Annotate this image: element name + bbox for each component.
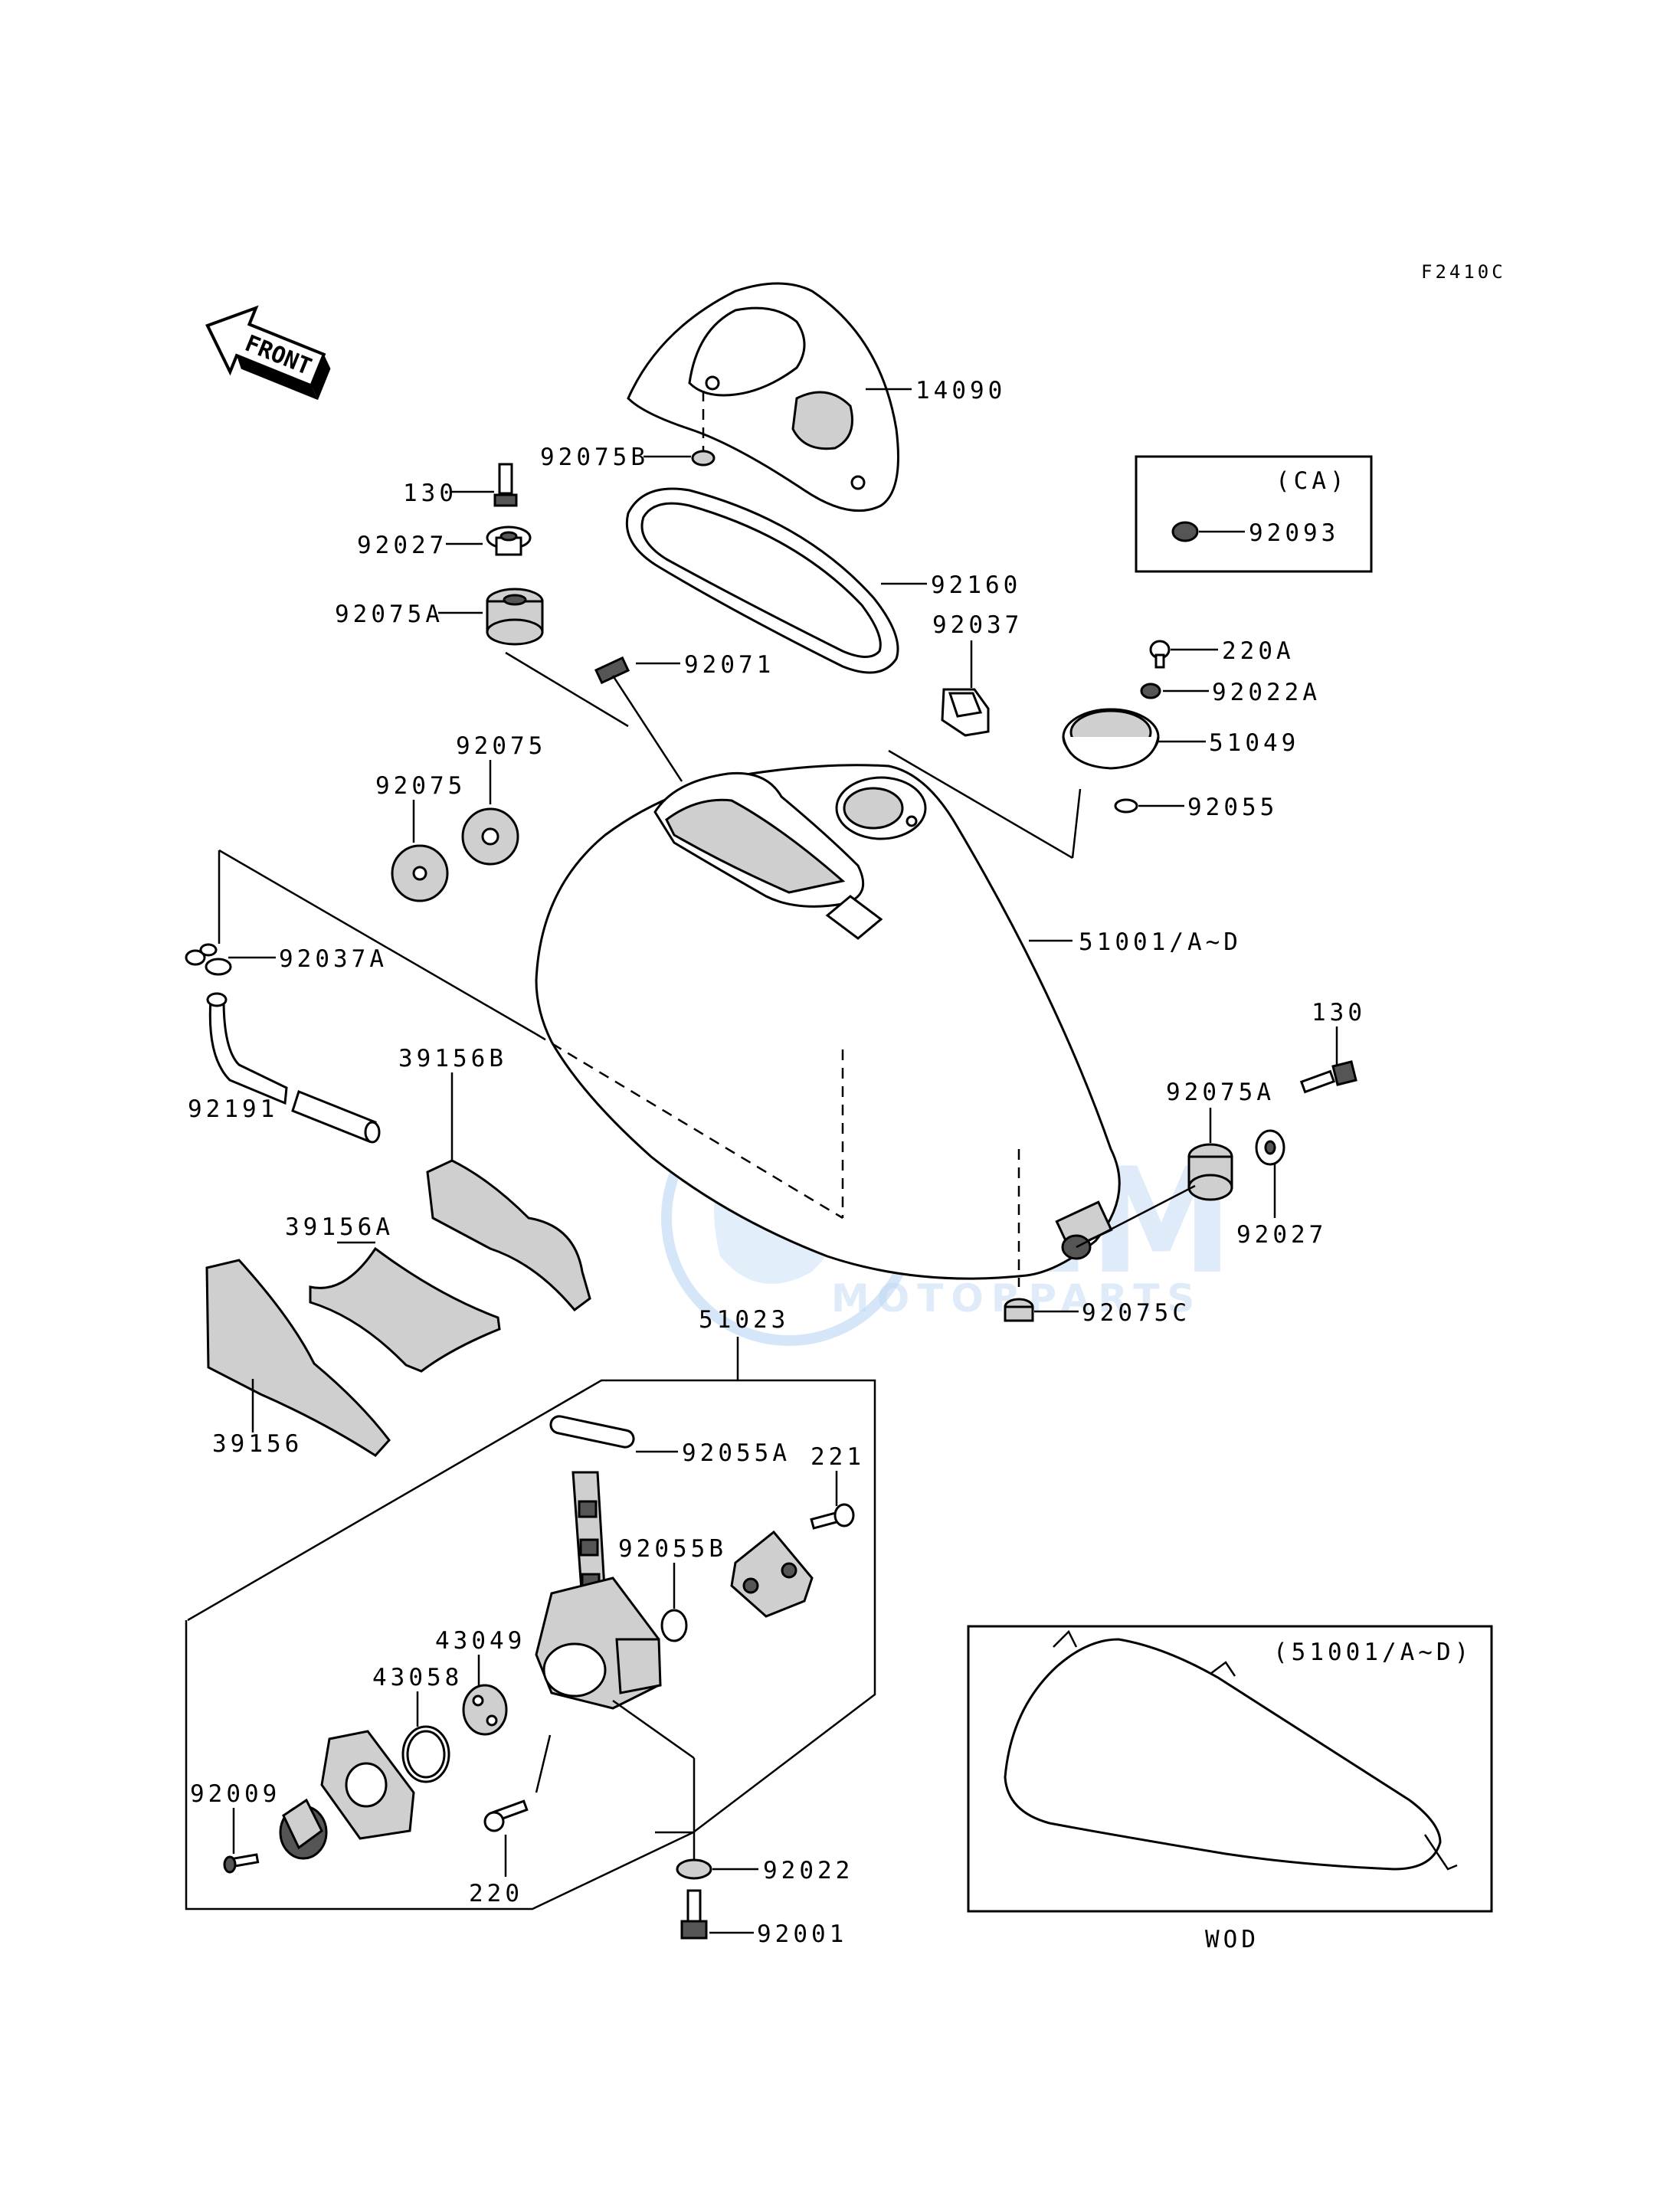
label-92001: 92001 <box>757 1920 847 1948</box>
label-92160: 92160 <box>931 571 1021 599</box>
label-130-top: 130 <box>403 480 457 507</box>
label-51001: 51001/A~D <box>1079 928 1242 956</box>
fuel-cock-box-51023 <box>185 1379 876 1911</box>
label-92037A: 92037A <box>279 945 388 973</box>
screw-220A[interactable] <box>1149 640 1171 669</box>
grommet-92075B[interactable] <box>691 450 716 467</box>
oring-92055B[interactable] <box>660 1609 688 1642</box>
label-92075A-top: 92075A <box>335 601 444 628</box>
leader-92075A-to-tank <box>505 651 629 728</box>
leader-92075A-right-tank <box>1076 1184 1196 1249</box>
label-130-right: 130 <box>1312 999 1366 1026</box>
bolt-130-right[interactable] <box>1299 1060 1357 1094</box>
leader-92037A-tank <box>218 849 537 1036</box>
clip-92037A[interactable] <box>185 943 232 976</box>
rubber-92075-right[interactable] <box>461 807 519 866</box>
label-92075-right: 92075 <box>456 732 546 760</box>
label-92022: 92022 <box>763 1857 853 1884</box>
label-92037: 92037 <box>932 611 1023 639</box>
clip-92071[interactable] <box>594 656 630 685</box>
fuel-tank-51001[interactable] <box>535 764 1121 1280</box>
screw-92009[interactable] <box>223 1853 260 1874</box>
leader-92022-diag <box>612 1699 695 1760</box>
bolt-130-top[interactable] <box>493 463 518 507</box>
damper-92075A-top[interactable] <box>486 588 544 646</box>
pad-39156[interactable] <box>205 1259 391 1457</box>
tank-outline-wod[interactable] <box>1004 1629 1458 1871</box>
fuel-cock-plate[interactable] <box>730 1530 814 1618</box>
label-92071: 92071 <box>684 651 775 679</box>
label-92027-top: 92027 <box>357 532 447 559</box>
bolt-92001[interactable] <box>680 1889 708 1940</box>
wod-box: (51001/A~D) WOD <box>967 1625 1493 1953</box>
label-43049: 43049 <box>435 1627 526 1655</box>
tank-dash-diagonal <box>535 1033 843 1220</box>
ca-label: (CA) <box>1276 467 1348 495</box>
label-92075-left: 92075 <box>375 772 466 800</box>
label-92055B: 92055B <box>618 1535 727 1563</box>
hose-92191[interactable] <box>206 992 381 1144</box>
gasket-92055A[interactable] <box>549 1415 635 1449</box>
label-92093: 92093 <box>1249 519 1339 547</box>
label-51023: 51023 <box>699 1306 789 1334</box>
oring-92055[interactable] <box>1114 798 1138 814</box>
label-39156B: 39156B <box>398 1045 507 1072</box>
collar-92027-right[interactable] <box>1255 1129 1285 1166</box>
label-51049: 51049 <box>1209 729 1299 757</box>
label-92022A: 92022A <box>1212 679 1321 706</box>
leader-220-up <box>535 1734 552 1793</box>
washer-92022A[interactable] <box>1140 683 1161 699</box>
wod-header: (51001/A~D) <box>1273 1639 1472 1666</box>
label-92027-right: 92027 <box>1236 1221 1327 1249</box>
front-arrow: FRONT <box>205 305 331 401</box>
meter-cover-14090[interactable] <box>627 282 899 512</box>
leader-92071-to-tank <box>611 675 683 782</box>
label-39156A: 39156A <box>285 1213 394 1241</box>
label-43058: 43058 <box>372 1664 463 1691</box>
label-14090: 14090 <box>915 377 1006 404</box>
label-92075C: 92075C <box>1082 1299 1190 1327</box>
label-92009: 92009 <box>190 1780 280 1808</box>
nut-92093[interactable] <box>1171 521 1199 542</box>
fuel-cock-gasket-plate[interactable] <box>320 1730 415 1840</box>
gasket-92160[interactable] <box>625 487 899 674</box>
label-92055: 92055 <box>1187 794 1278 821</box>
leader-51001-cap <box>888 749 1073 859</box>
pad-39156A[interactable] <box>309 1246 501 1373</box>
wod-label: WOD <box>1205 1926 1259 1953</box>
label-221: 221 <box>811 1443 865 1471</box>
figure-code: F2410C <box>1421 261 1506 283</box>
screw-220[interactable] <box>483 1799 529 1832</box>
label-220: 220 <box>469 1880 523 1907</box>
rubber-92075C[interactable] <box>1004 1298 1034 1322</box>
label-220A: 220A <box>1222 637 1295 665</box>
packing-43049[interactable] <box>462 1684 508 1736</box>
leader-51049-tank <box>1071 788 1082 859</box>
ca-box: (CA) 92093 <box>1135 455 1373 573</box>
washer-92022[interactable] <box>676 1858 712 1880</box>
pad-39156B[interactable] <box>426 1159 591 1312</box>
label-39156: 39156 <box>212 1430 303 1458</box>
fuel-cock-body[interactable] <box>535 1471 662 1710</box>
label-92075B: 92075B <box>540 444 649 471</box>
fuel-cock-lever[interactable] <box>279 1798 328 1860</box>
cap-51049[interactable] <box>1062 708 1160 770</box>
label-92055A: 92055A <box>682 1439 791 1467</box>
rubber-92075-left[interactable] <box>391 844 449 902</box>
clamp-92037[interactable] <box>941 688 990 737</box>
damper-92075A-right[interactable] <box>1187 1143 1233 1201</box>
screw-221[interactable] <box>810 1503 855 1530</box>
collar-92027-top[interactable] <box>486 526 532 556</box>
label-92191: 92191 <box>188 1095 278 1123</box>
label-92075A-right: 92075A <box>1166 1079 1275 1106</box>
